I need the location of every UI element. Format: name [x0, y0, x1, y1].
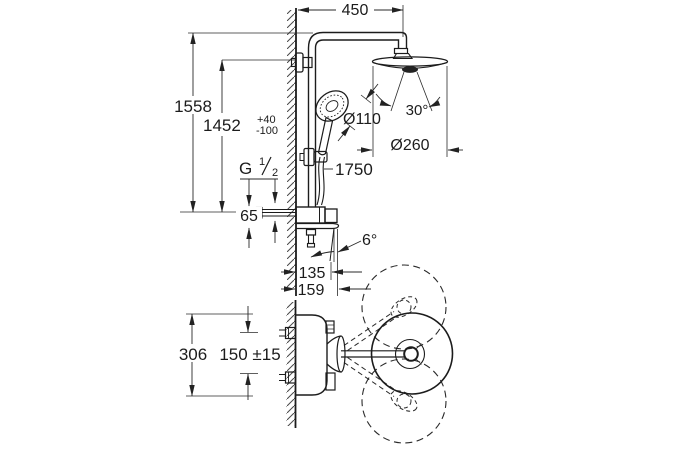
temperature-knob-side — [324, 208, 338, 224]
dim-hand-shower-diameter: Ø110 — [337, 83, 381, 142]
head-shower-hub — [402, 66, 418, 73]
install-height-label: 1452 — [203, 116, 241, 135]
dim-thread-size: G 1 2 — [239, 156, 278, 207]
total-height-label: 1558 — [174, 97, 212, 116]
swivel-arm-bell — [326, 335, 346, 373]
dim-top-width: 450 — [297, 2, 404, 37]
hand-shower — [315, 90, 349, 156]
thread-denominator-label: 2 — [272, 167, 278, 179]
tolerance-minus-label: -100 — [256, 125, 278, 137]
hand-shower-holder — [299, 147, 328, 167]
head-shower-side — [371, 47, 449, 73]
supply-pipe-stub — [255, 206, 296, 219]
hose-outlet — [305, 228, 317, 236]
supply-offset-label: 65 — [240, 208, 258, 225]
thread-letter-label: G — [239, 159, 252, 178]
wall-to-knob-label: 159 — [298, 282, 325, 299]
tolerance-plus-label: +40 — [257, 114, 276, 126]
shower-riser-pipe — [307, 31, 408, 207]
supply-spacing-label: 150 ±15 — [219, 345, 280, 364]
dim-supply-spacing: 150 ±15 — [214, 306, 286, 400]
dim-supply-offset: 65 — [236, 207, 278, 248]
wall-to-outlet-label: 135 — [299, 265, 326, 282]
wall-side-view — [287, 8, 297, 296]
thermostat-plan-view — [295, 314, 336, 396]
dim-hose-length: 1750 — [324, 160, 373, 179]
shelf-angle-label: 6° — [362, 232, 377, 249]
plan-view: 306 150 ±15 — [176, 264, 454, 444]
dim-install-height: 1452 +40 -100 — [202, 59, 296, 213]
arm-pivot — [403, 346, 419, 362]
supply-connections — [279, 326, 297, 384]
shower-hose — [316, 156, 326, 206]
spray-angle-30: 30° — [375, 71, 441, 119]
dim-shelf-angle: 6° — [310, 227, 377, 262]
dim-total-height: 1558 — [171, 32, 313, 213]
riser-connection-plan — [325, 320, 335, 334]
hand-shower-diameter-label: Ø110 — [343, 111, 381, 128]
dim-head-diameter: Ø260 — [357, 66, 463, 157]
dim-body-length: 306 — [176, 313, 253, 397]
wall-bracket — [290, 52, 313, 73]
hose-length-label: 1750 — [335, 160, 373, 179]
side-view: 30° Ø260 — [171, 2, 463, 299]
head-diameter-label: Ø260 — [390, 137, 429, 154]
dim-wall-to-knob: 159 — [281, 229, 371, 299]
top-width-label: 450 — [342, 2, 369, 19]
temperature-knob-plan — [325, 372, 336, 391]
wall-plan-view — [286, 300, 297, 428]
head-shower-plan — [341, 312, 454, 395]
body-length-label: 306 — [179, 345, 207, 364]
spray-angle-label: 30° — [406, 102, 429, 119]
dim-wall-to-outlet: 135 — [281, 262, 362, 282]
thread-numerator-label: 1 — [259, 156, 265, 168]
